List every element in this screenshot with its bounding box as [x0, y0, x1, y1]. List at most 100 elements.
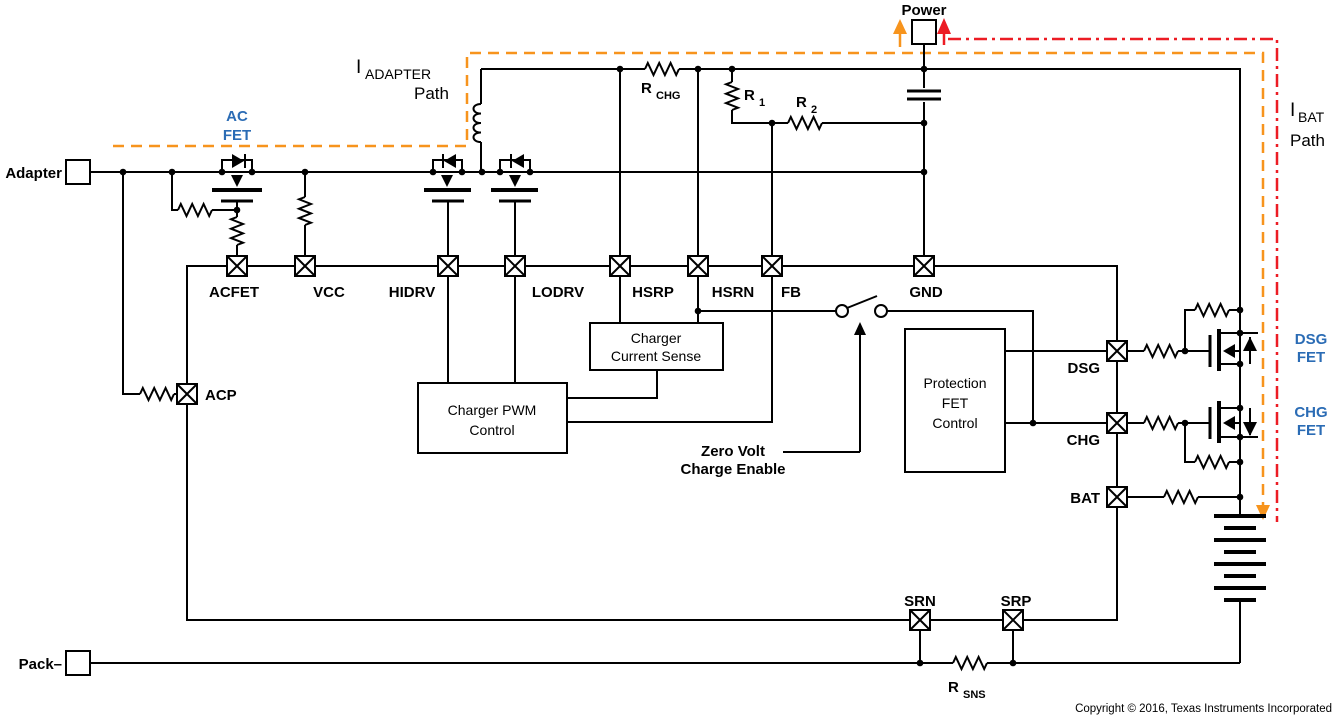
battery-pack-icon: [1214, 514, 1266, 602]
pin-acfet: [226, 255, 248, 277]
pin-gnd-label: GND: [909, 284, 943, 301]
rchg-label-sub: CHG: [656, 90, 680, 102]
resistor-acfet-pulldown-icon: [228, 216, 246, 246]
pin-srn-label: SRN: [904, 593, 936, 610]
ic-boundary-box: [186, 265, 1118, 621]
resistor-r1-icon: [723, 81, 741, 111]
pin-vcc-label: VCC: [313, 284, 345, 301]
battery-path-power-arrowhead-icon: [937, 18, 951, 34]
components: [65, 19, 1266, 676]
ic-pins: [176, 255, 1128, 631]
r2-label-sub: 2: [811, 104, 817, 116]
pin-acp-label: ACP: [205, 387, 237, 404]
charger-current-sense-block: [589, 322, 724, 371]
pin-lodrv-label: LODRV: [532, 284, 584, 301]
resistor-acfet-gate-icon: [177, 201, 213, 219]
ibat-symbol-label: I: [1290, 100, 1295, 121]
charger-pwm-control-label-line1: Charger PWM: [448, 402, 537, 418]
pin-hidrv-label: HIDRV: [389, 284, 435, 301]
resistor-rchg-icon: [644, 60, 680, 78]
power-terminal: [911, 19, 937, 45]
charger-current-sense-label-line2: Current Sense: [611, 348, 701, 364]
ibat-path-word-label: Path: [1290, 131, 1325, 150]
ac-fet-label-line1: AC: [226, 108, 248, 125]
chg-bypass-wire: [1184, 423, 1240, 463]
pack-minus-terminal: [65, 650, 91, 676]
chg-fet-label-line1: CHG: [1294, 404, 1327, 421]
lowside-fet-diode: [512, 154, 524, 168]
r1-label-base: R: [744, 87, 755, 104]
charger-pwm-control-label-line2: Control: [469, 422, 514, 438]
lowside-fet-icon: [491, 154, 538, 203]
resistor-bat-icon: [1163, 488, 1199, 506]
pin-dsg-label: DSG: [1067, 360, 1100, 377]
r1-label-sub: 1: [759, 97, 765, 109]
resistor-dsg-gate-icon: [1143, 342, 1179, 360]
lowside-fet-arrow: [509, 175, 521, 187]
current-sense-output-wire: [567, 370, 658, 399]
pin-srn: [909, 609, 931, 631]
dsg-fet-label-line2: FET: [1297, 349, 1325, 366]
highside-fet-icon: [424, 154, 471, 203]
resistor-rsns-icon: [952, 654, 988, 672]
inductor-icon: [472, 103, 482, 143]
pin-lodrv: [504, 255, 526, 277]
ac-fet-diode: [232, 154, 244, 168]
charger-current-sense-label-line1: Charger: [631, 330, 682, 346]
adapter-terminal-label: Adapter: [5, 165, 62, 182]
pin-dsg: [1106, 340, 1128, 362]
srn-srp-stub-wires: [919, 630, 1014, 663]
zero-volt-enable-wire: [783, 333, 861, 453]
battery-current-path: [937, 18, 1279, 522]
acfet-gate-network-wire: [171, 172, 238, 256]
pack-minus-terminal-label: Pack–: [19, 656, 62, 673]
resistor-dsg-bypass-icon: [1194, 301, 1230, 319]
pack-rail-wire: [90, 602, 1241, 664]
pin-srp: [1002, 609, 1024, 631]
protection-fet-control-label-line2: FET: [942, 395, 969, 411]
highside-fet-diode: [444, 154, 456, 168]
pin-hsrn-label: HSRN: [712, 284, 755, 301]
iadapter-path-word-label: Path: [414, 84, 449, 103]
dsg-fet-icon: [1208, 329, 1258, 371]
zero-volt-label-line1: Zero Volt: [701, 443, 765, 460]
pin-fb: [761, 255, 783, 277]
rsns-label-base: R: [948, 679, 959, 696]
resistor-r2-icon: [787, 114, 823, 132]
adapter-path-dashed-line: [113, 51, 1265, 506]
switch-contact-left: [835, 304, 849, 318]
r2-label-base: R: [796, 94, 807, 111]
zero-volt-label-line2: Charge Enable: [680, 461, 785, 478]
pin-vcc: [294, 255, 316, 277]
ac-fet-icon: [212, 154, 262, 203]
chg-fet-arrow: [1223, 416, 1235, 430]
pin-bat-label: BAT: [1070, 490, 1100, 507]
zero-volt-switch-icon: [835, 295, 888, 318]
fb-column-wire: [567, 123, 773, 423]
pin-chg: [1106, 412, 1128, 434]
switch-contact-right: [874, 304, 888, 318]
wires: [90, 44, 1241, 664]
pin-hidrv: [437, 255, 459, 277]
resistor-chg-gate-icon: [1143, 414, 1179, 432]
protection-fet-control-label-line1: Protection: [923, 375, 986, 391]
power-terminal-label: Power: [901, 2, 946, 19]
chg-fet-icon: [1208, 401, 1258, 443]
charger-pwm-control-block: [417, 382, 568, 454]
adapter-path-power-arrowhead-icon: [893, 19, 907, 34]
adapter-path-battery-arrowhead-icon: [1256, 505, 1270, 520]
resistor-acp-icon: [139, 385, 175, 403]
battery-path-dashdot-line: [948, 37, 1279, 522]
pin-fb-label: FB: [781, 284, 801, 301]
pin-hsrp-label: HSRP: [632, 284, 674, 301]
pin-chg-label: CHG: [1067, 432, 1100, 449]
junction-dots: [119, 65, 1244, 667]
labels: Power Adapter Pack– I ADAPTER Path I BAT…: [5, 2, 1332, 715]
chg-fet-body-diode: [1243, 422, 1257, 436]
dsg-bypass-wire: [1184, 309, 1240, 351]
charger-ic: [186, 265, 1118, 621]
iadapter-subscript-label: ADAPTER: [365, 66, 431, 82]
pin-acp: [176, 383, 198, 405]
adapter-current-path: [113, 19, 1270, 520]
